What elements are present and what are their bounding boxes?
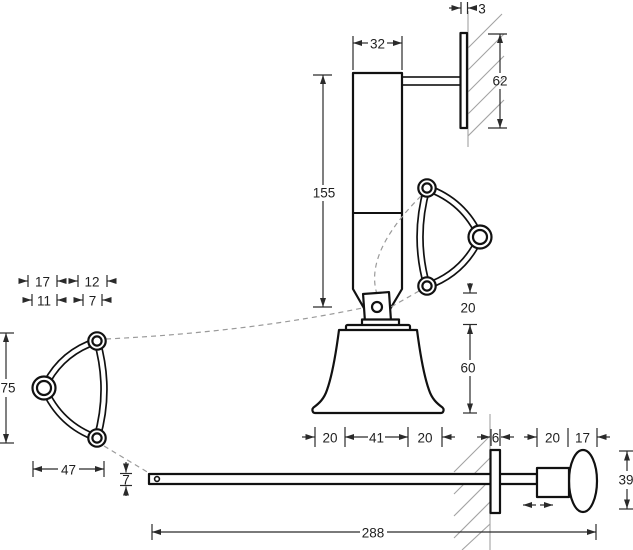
dim-label: 17 — [35, 275, 50, 290]
dim-rod-thickness: 7 — [120, 462, 132, 496]
dim-label: 60 — [460, 361, 475, 376]
dim-label: 12 — [84, 275, 99, 290]
dim-label: 11 — [37, 294, 51, 309]
dim-spring-callouts: 17 12 11 7 — [18, 275, 117, 309]
wall-bracket — [351, 31, 469, 315]
cord-connectors — [103, 195, 422, 474]
dim-knob-height: 39 — [618, 450, 633, 510]
knob-shank — [535, 466, 571, 499]
dim-spring-width: 47 — [32, 461, 105, 478]
dim-label: 20 — [545, 431, 560, 446]
dim-bracket-width: 32 — [352, 36, 403, 70]
spring-hole — [421, 280, 433, 292]
spring-hole — [91, 432, 103, 444]
dim-spring-height: 75 — [0, 332, 16, 444]
dim-label: 155 — [313, 186, 336, 201]
dim-label: 17 — [575, 431, 590, 446]
mounting-plate — [459, 31, 469, 130]
spring-hole-large — [35, 379, 53, 397]
dim-rod-length: 288 — [151, 524, 597, 541]
dim-knob-row: 20 17 — [524, 428, 610, 447]
dim-bell-height-chain: 20 60 — [460, 283, 477, 414]
spring-hole — [421, 182, 433, 194]
bracket-body — [351, 71, 404, 315]
dim-label: 3 — [478, 2, 486, 17]
spring-bracket-left — [31, 331, 108, 448]
pivot-hole — [370, 300, 384, 314]
spring-bracket-right — [416, 178, 493, 296]
dim-label: 20 — [460, 301, 475, 316]
spring-hole-large — [471, 228, 489, 246]
bell-assembly — [311, 291, 445, 415]
bell-body — [311, 328, 445, 415]
dim-label: 41 — [369, 431, 384, 446]
rod-hole — [153, 475, 161, 483]
spring-hole — [91, 335, 103, 347]
dim-label: 7 — [89, 294, 97, 309]
dim-label: 75 — [0, 381, 15, 396]
dim-label: 47 — [61, 463, 76, 478]
pull-rod — [147, 472, 539, 486]
dim-label: 20 — [322, 431, 337, 446]
pull-knob — [567, 448, 599, 514]
dim-label: 20 — [417, 431, 432, 446]
dim-label: 39 — [618, 473, 633, 488]
wall-plate-bottom — [489, 448, 502, 515]
dim-label: 62 — [492, 74, 507, 89]
dim-label: 288 — [362, 526, 385, 541]
dim-bracket-length: 155 — [313, 74, 336, 308]
bracket-arm — [401, 76, 462, 86]
dim-plate-thickness: 3 — [449, 2, 486, 17]
dim-bell-mouth-row: 20 41 20 — [302, 427, 455, 447]
dim-label: 6 — [492, 431, 500, 446]
dim-wall-plate: 6 — [477, 429, 514, 446]
dim-label: 32 — [370, 37, 385, 52]
dim-label: 7 — [122, 473, 130, 488]
pull-rod-assembly — [147, 448, 599, 515]
dim-plate-height: 62 — [488, 33, 508, 129]
